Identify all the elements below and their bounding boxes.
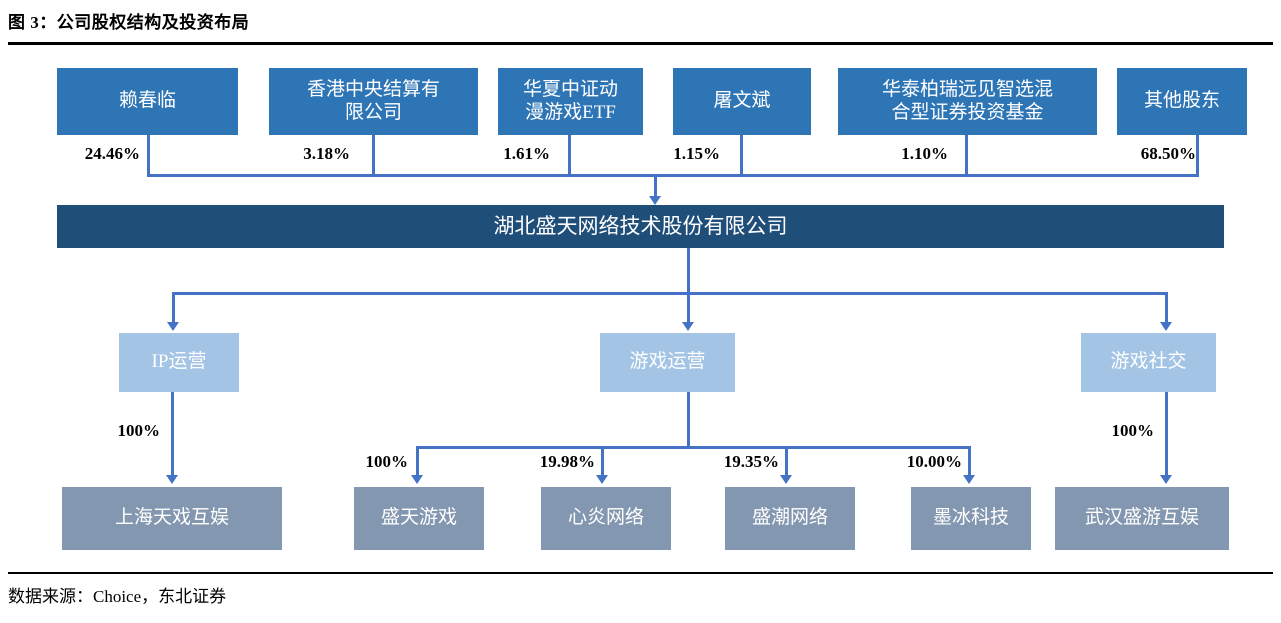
shareholder-pct-lai-chunlin: 24.46% [84, 144, 140, 163]
figure-title: 图 3：公司股权结构及投资布局 [8, 13, 250, 32]
shareholder-box-chinaamc-etf[interactable]: 华夏中证动漫游戏ETF [498, 68, 643, 135]
subsidiary-pct-wuhan-shengyou: 100% [1111, 421, 1155, 440]
connector-drop-division-game-social [1165, 292, 1168, 324]
subsidiary-pct-xinyan-network: 19.98% [539, 452, 595, 471]
company-box-shengtian-network[interactable]: 湖北盛天网络技术股份有限公司 [57, 205, 1224, 248]
division-box-game-operations[interactable]: 游戏运营 [600, 333, 735, 392]
subsidiary-box-xinyan-network[interactable]: 心炎网络 [541, 487, 671, 550]
shareholder-pct-hkscc: 3.18% [303, 144, 350, 163]
connector-drop-shareholder-2 [372, 135, 375, 176]
connector-drop-shareholder-3 [568, 135, 571, 176]
connector-drop-shareholder-6 [1196, 135, 1199, 176]
division-box-ip-operations[interactable]: IP运营 [119, 333, 239, 392]
arrow-into-shengchao-network [780, 475, 792, 484]
arrow-into-xinyan-network [596, 475, 608, 484]
subsidiary-pct-shanghai-tianxi: 100% [117, 421, 161, 440]
connector-drop-shengtian-games [416, 446, 419, 477]
arrow-into-shengtian-games [411, 475, 423, 484]
subsidiary-box-shengchao-network[interactable]: 盛潮网络 [725, 487, 855, 550]
connector-drop-division-game-ops [687, 292, 690, 324]
subsidiary-box-shengtian-games[interactable]: 盛天游戏 [354, 487, 484, 550]
connector-drop-shareholder-4 [740, 135, 743, 176]
division-box-game-social[interactable]: 游戏社交 [1081, 333, 1216, 392]
source-note: 数据来源：Choice，东北证券 [8, 587, 227, 606]
shareholder-pct-other-shareholders: 68.50% [1140, 144, 1196, 163]
connector-bus-divisions [172, 292, 1168, 295]
subsidiary-pct-shengtian-games: 100% [365, 452, 409, 471]
shareholder-box-hkscc[interactable]: 香港中央结算有限公司 [269, 68, 478, 135]
arrow-into-division-game-social [1160, 322, 1172, 331]
subsidiary-box-shanghai-tianxi[interactable]: 上海天戏互娱 [62, 487, 282, 550]
connector-drop-wuhan-shengyou [1165, 392, 1168, 477]
shareholder-pct-chinaamc-etf: 1.61% [503, 144, 550, 163]
connector-drop-xinyan-network [601, 446, 604, 477]
arrow-into-division-ip [167, 322, 179, 331]
arrow-into-shanghai-tianxi [166, 475, 178, 484]
connector-bus-game-operations [416, 446, 969, 449]
connector-drop-shanghai-tianxi [171, 392, 174, 477]
footer-divider [8, 572, 1273, 574]
shareholder-pct-tu-wenbin: 1.15% [673, 144, 720, 163]
subsidiary-box-wuhan-shengyou[interactable]: 武汉盛游互娱 [1055, 487, 1229, 550]
connector-stem-company-down [687, 248, 690, 294]
connector-stem-to-company [654, 174, 657, 198]
connector-drop-shengchao-network [785, 446, 788, 477]
shareholder-box-huatai-pinebridge-fund[interactable]: 华泰柏瑞远见智选混合型证券投资基金 [838, 68, 1097, 135]
shareholder-box-other-shareholders[interactable]: 其他股东 [1117, 68, 1247, 135]
subsidiary-pct-shengchao-network: 19.35% [723, 452, 779, 471]
connector-drop-division-ip [172, 292, 175, 324]
connector-drop-mobing-tech [968, 446, 971, 477]
connector-drop-shareholder-1 [147, 135, 150, 176]
arrow-into-mobing-tech [963, 475, 975, 484]
subsidiary-box-mobing-tech[interactable]: 墨冰科技 [911, 487, 1031, 550]
arrow-into-wuhan-shengyou [1160, 475, 1172, 484]
connector-bus-shareholders [147, 174, 1199, 177]
connector-stem-game-operations [687, 392, 690, 448]
arrow-into-company [649, 196, 661, 205]
connector-drop-shareholder-5 [965, 135, 968, 176]
shareholder-box-tu-wenbin[interactable]: 屠文斌 [673, 68, 811, 135]
subsidiary-pct-mobing-tech: 10.00% [906, 452, 962, 471]
shareholder-box-lai-chunlin[interactable]: 赖春临 [57, 68, 238, 135]
title-divider [8, 42, 1273, 45]
arrow-into-division-game-ops [682, 322, 694, 331]
shareholder-pct-huatai-pinebridge-fund: 1.10% [901, 144, 948, 163]
